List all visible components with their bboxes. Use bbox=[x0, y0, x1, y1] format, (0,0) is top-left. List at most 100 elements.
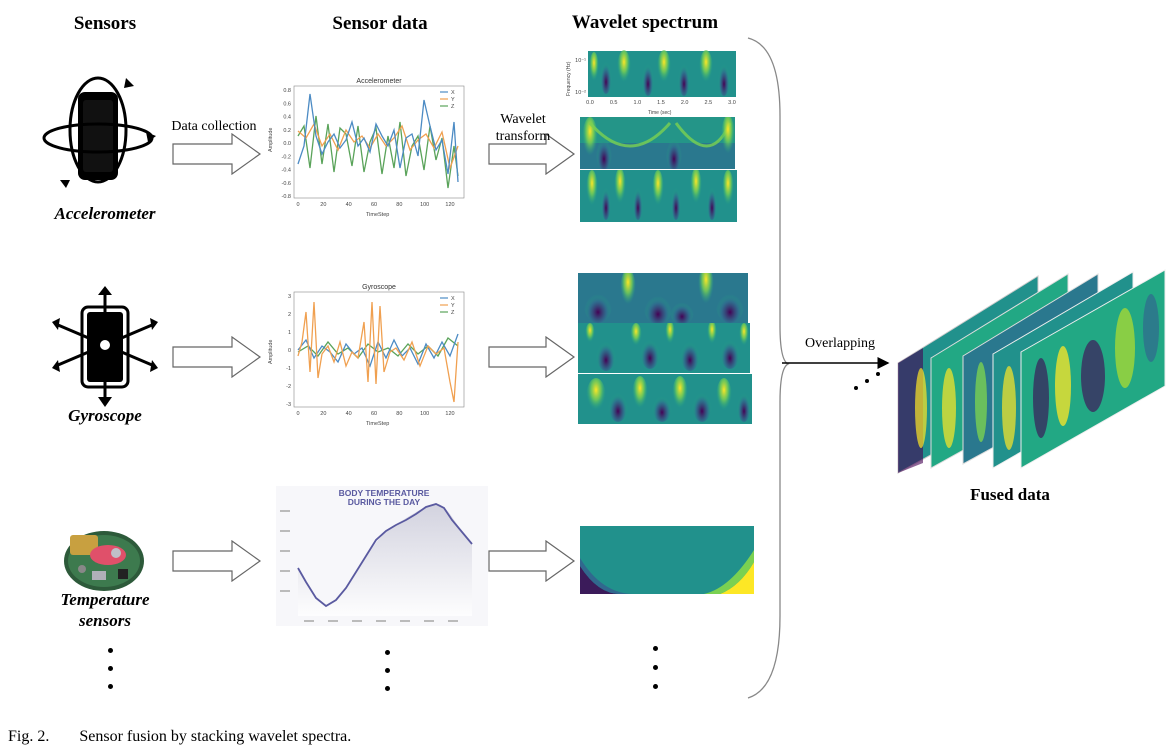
overlapping-arrow bbox=[782, 357, 890, 369]
accelerometer-series-y bbox=[297, 122, 459, 171]
x-tick-label: 3.0 bbox=[728, 100, 736, 106]
x-tick-label: 0 bbox=[296, 411, 299, 417]
accelerometer-legend: X Y Z bbox=[440, 90, 455, 110]
x-tick-label: 120 bbox=[445, 202, 454, 208]
x-tick-label: 60 bbox=[371, 202, 377, 208]
y-tick-label: 0.6 bbox=[283, 101, 291, 107]
ellipsis-dot bbox=[385, 650, 390, 655]
accelerometer-series-x bbox=[297, 93, 459, 183]
gyroscope-plot-title: Gyroscope bbox=[362, 284, 396, 291]
y-tick-label: 1 bbox=[288, 330, 291, 336]
ellipsis-dot bbox=[653, 665, 658, 670]
y-tick-label: 10⁻² bbox=[575, 90, 586, 96]
legend-z: Z bbox=[451, 104, 455, 110]
legend-y: Y bbox=[451, 303, 455, 309]
legend-x: X bbox=[451, 296, 455, 302]
temp-plot-title-line1: BODY TEMPERATURE bbox=[339, 488, 430, 498]
y-tick-label: 10⁻¹ bbox=[575, 58, 586, 64]
y-tick-label: -2 bbox=[286, 384, 291, 390]
y-tick-label: 0.2 bbox=[283, 128, 291, 134]
ellipsis-diagonal bbox=[854, 372, 880, 390]
label-wavelet-transform-line2: transform bbox=[495, 129, 551, 144]
spectrum-ylabel: Frequency (Hz) bbox=[566, 61, 572, 96]
x-tick-label: 20 bbox=[320, 411, 326, 417]
accelerometer-plot-title: Accelerometer bbox=[356, 78, 402, 85]
header-sensor-data: Sensor data bbox=[332, 13, 428, 34]
figure-caption-text: Sensor fusion by stacking wavelet spectr… bbox=[79, 728, 352, 745]
label-fused-data: Fused data bbox=[970, 485, 1050, 504]
gyroscope-series-y bbox=[297, 301, 459, 403]
ellipsis-dot bbox=[385, 686, 390, 691]
x-tick-label: 1.5 bbox=[657, 100, 665, 106]
y-tick-label: 0.4 bbox=[283, 115, 291, 121]
x-tick-label: 80 bbox=[396, 202, 402, 208]
gyroscope-legend: X Y Z bbox=[440, 296, 455, 316]
legend-z: Z bbox=[451, 310, 455, 316]
accelerometer-xlabel: TimeStep bbox=[366, 212, 389, 218]
y-tick-label: -3 bbox=[286, 402, 291, 408]
arrow-gyro-to-data bbox=[172, 336, 262, 378]
x-tick-label: 0.5 bbox=[610, 100, 618, 106]
header-wavelet-spectrum: Wavelet spectrum bbox=[571, 12, 719, 33]
y-tick-label: 0.0 bbox=[283, 141, 291, 147]
y-tick-label: -0.2 bbox=[282, 154, 291, 160]
accelerometer-series-z bbox=[297, 115, 459, 189]
accelerometer-yticks: 0.8 0.6 0.4 0.2 0.0 -0.2 -0.4 -0.6 -0.8 bbox=[282, 88, 291, 200]
figure-number: Fig. 2. bbox=[8, 728, 50, 745]
y-tick-label: 3 bbox=[288, 294, 291, 300]
temp-spectrum bbox=[580, 526, 754, 594]
arrow-temp-to-data bbox=[172, 540, 262, 582]
x-tick-label: 2.5 bbox=[705, 100, 713, 106]
gyroscope-ylabel: Amplitude bbox=[268, 340, 274, 364]
ellipsis-dot bbox=[653, 684, 658, 689]
ellipsis-dot bbox=[108, 684, 113, 689]
arrow-gyro-to-spectrum bbox=[488, 336, 576, 378]
fused-data-stack bbox=[897, 269, 1166, 474]
accel-spectrum-z bbox=[580, 170, 737, 222]
y-tick-label: 0 bbox=[288, 348, 291, 354]
y-tick-label: 0.8 bbox=[283, 88, 291, 94]
label-wavelet-transform-line1: Wavelet bbox=[500, 112, 546, 127]
arrow-temp-to-spectrum bbox=[488, 540, 576, 582]
accelerometer-ylabel: Amplitude bbox=[268, 128, 274, 152]
accel-spectrum-y bbox=[580, 117, 735, 169]
x-tick-label: 100 bbox=[420, 411, 429, 417]
x-tick-label: 100 bbox=[420, 202, 429, 208]
temperature-sensor-icon bbox=[64, 531, 144, 591]
arrow-accel-to-data bbox=[172, 133, 262, 175]
y-tick-label: -1 bbox=[286, 366, 291, 372]
legend-y: Y bbox=[451, 97, 455, 103]
gyro-spectrum-y bbox=[578, 323, 750, 373]
x-tick-label: 2.0 bbox=[681, 100, 689, 106]
ellipsis-dot bbox=[385, 668, 390, 673]
gyro-spectrum-z bbox=[578, 374, 752, 424]
gyroscope-xlabel: TimeStep bbox=[366, 421, 389, 427]
y-tick-label: -0.4 bbox=[282, 168, 291, 174]
y-tick-label: -0.6 bbox=[282, 181, 291, 187]
arrow-accel-to-spectrum bbox=[488, 133, 576, 175]
label-overlapping: Overlapping bbox=[805, 336, 875, 351]
y-tick-label: -0.8 bbox=[282, 194, 291, 200]
gyroscope-icon bbox=[52, 286, 158, 407]
x-tick-label: 1.0 bbox=[634, 100, 642, 106]
accelerometer-icon bbox=[42, 76, 156, 188]
temp-plot-title-line2: DURING THE DAY bbox=[348, 497, 421, 507]
gyro-spectrum-x bbox=[578, 273, 748, 323]
x-tick-label: 120 bbox=[445, 411, 454, 417]
x-tick-label: 0 bbox=[296, 202, 299, 208]
x-tick-label: 80 bbox=[396, 411, 402, 417]
spectrum-yticks: 10⁻¹ 10⁻² bbox=[575, 58, 586, 96]
x-tick-label: 20 bbox=[320, 202, 326, 208]
legend-x: X bbox=[451, 90, 455, 96]
ellipsis-dot bbox=[108, 666, 113, 671]
header-sensors: Sensors bbox=[73, 13, 137, 34]
label-data-collection: Data collection bbox=[171, 119, 257, 134]
x-tick-label: 40 bbox=[346, 411, 352, 417]
label-temperature-sensors-line1: Temperature bbox=[60, 590, 150, 609]
